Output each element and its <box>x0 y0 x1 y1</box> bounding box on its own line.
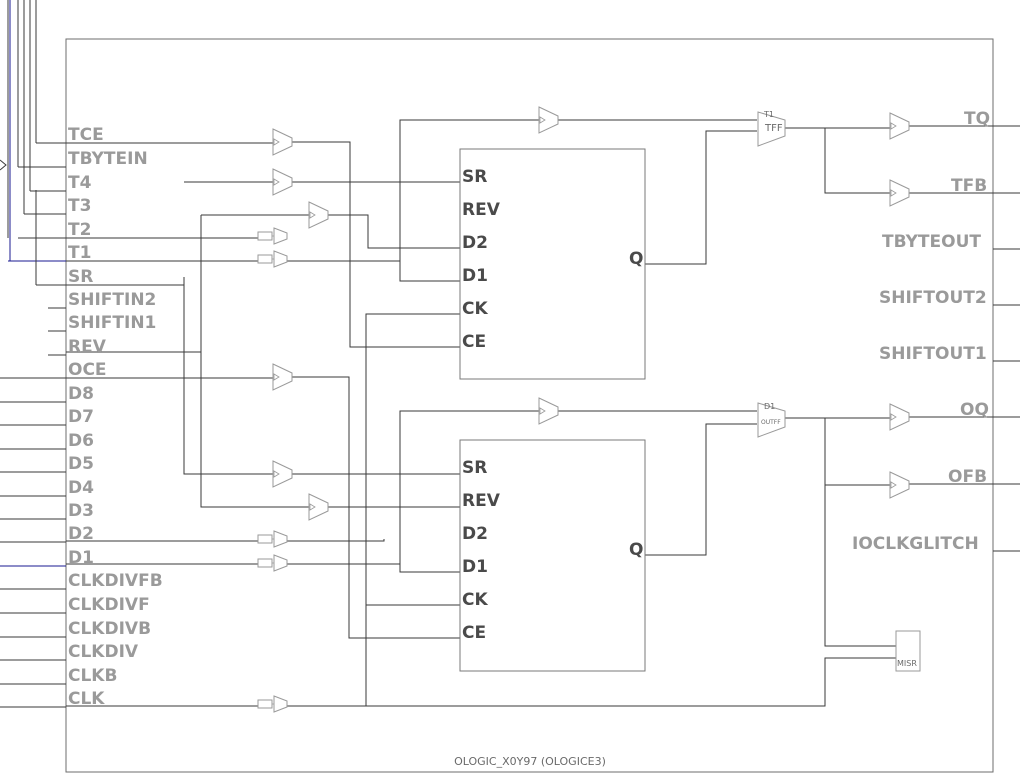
input-pin-clkb[interactable]: CLKB <box>68 666 117 686</box>
input-pin-shiftin2[interactable]: SHIFTIN2 <box>68 290 156 310</box>
off-pin-q: Q <box>629 540 643 560</box>
block-title: OLOGIC_X0Y97 (OLOGICE3) <box>454 755 606 768</box>
buffer-cell-8[interactable] <box>889 112 910 140</box>
buffer-cell-11[interactable] <box>889 471 910 499</box>
buffer-cell-4[interactable] <box>272 460 293 488</box>
wires <box>0 0 1020 708</box>
off-pin-ck: CK <box>462 590 488 610</box>
input-pin-tbytein[interactable]: TBYTEIN <box>68 149 148 169</box>
t-flipflop[interactable]: SR REV D2 D1 CK CE Q <box>459 148 646 380</box>
net-2 <box>183 277 273 475</box>
input-pin-d1[interactable]: D1 <box>68 548 94 568</box>
output-pin-tq[interactable]: TQ <box>964 109 990 129</box>
tff-output-mux[interactable]: T1 TFF <box>757 110 786 147</box>
outff-output-mux[interactable]: D1 OUTFF <box>757 402 786 438</box>
input-pin-d4[interactable]: D4 <box>68 478 94 498</box>
mini-mux-4[interactable] <box>257 695 288 713</box>
tff-pin-ck: CK <box>462 299 488 319</box>
net-30 <box>645 423 757 556</box>
input-pin-shiftin1[interactable]: SHIFTIN1 <box>68 313 156 333</box>
tff-pin-q: Q <box>629 249 643 269</box>
mini-mux-1[interactable] <box>257 250 288 268</box>
off-pin-sr: SR <box>462 458 487 478</box>
input-pin-t4[interactable]: T4 <box>68 173 92 193</box>
buffer-cell-0[interactable] <box>272 128 293 156</box>
o-flipflop[interactable]: SR REV D2 D1 CK CE Q <box>459 439 646 672</box>
off-pin-rev: REV <box>462 491 501 511</box>
output-pin-shiftout2[interactable]: SHIFTOUT2 <box>879 288 987 308</box>
input-pin-tce[interactable]: TCE <box>68 125 104 145</box>
cells <box>257 106 910 713</box>
input-pin-d2[interactable]: D2 <box>68 524 94 544</box>
output-pin-tfb[interactable]: TFB <box>951 176 987 196</box>
misr-block[interactable]: MISR <box>895 630 921 672</box>
net-22 <box>287 563 460 573</box>
input-pin-d5[interactable]: D5 <box>68 454 94 474</box>
input-pin-d8[interactable]: D8 <box>68 384 94 404</box>
input-pin-clkdivf[interactable]: CLKDIVF <box>68 595 150 615</box>
input-pin-t3[interactable]: T3 <box>68 196 91 216</box>
off-pin-d2: D2 <box>462 524 488 544</box>
buffer-cell-3[interactable] <box>272 363 293 391</box>
output-pin-shiftout1[interactable]: SHIFTOUT1 <box>879 344 987 364</box>
buffer-cell-9[interactable] <box>889 179 910 207</box>
input-pin-sr[interactable]: SR <box>68 267 93 287</box>
buffer-cell-2[interactable] <box>308 201 329 229</box>
buffer-cell-5[interactable] <box>308 493 329 521</box>
input-pin-clkdivb[interactable]: CLKDIVB <box>68 619 151 639</box>
tff-mux-name-label: TFF <box>764 123 783 134</box>
net-35 <box>824 485 896 647</box>
tff-pin-d2: D2 <box>462 233 488 253</box>
input-pin-d6[interactable]: D6 <box>68 431 94 451</box>
output-pin-tbyteout[interactable]: TBYTEOUT <box>882 232 981 252</box>
tff-pin-d1: D1 <box>462 266 488 286</box>
off-pin-d1: D1 <box>462 557 488 577</box>
misr-label: MISR <box>897 659 917 668</box>
net-34 <box>824 418 890 486</box>
output-pin-ioclkglitch[interactable]: IOCLKGLITCH <box>852 534 979 554</box>
input-pin-d3[interactable]: D3 <box>68 501 94 521</box>
output-pin-ofb[interactable]: OFB <box>948 467 987 487</box>
net-1 <box>292 141 460 348</box>
buffer-cell-1[interactable] <box>272 168 293 196</box>
tff-mux-input-label: T1 <box>763 110 774 119</box>
tff-pin-ce: CE <box>462 332 486 352</box>
ologic-block[interactable] <box>65 38 994 773</box>
net-27 <box>365 313 460 706</box>
input-pin-clkdivfb[interactable]: CLKDIVFB <box>68 571 163 591</box>
input-pin-rev[interactable]: REV <box>68 337 107 357</box>
top-feed-lines <box>7 0 37 238</box>
net-21 <box>287 539 385 542</box>
mini-mux-2[interactable] <box>257 530 288 548</box>
buffer-cell-7[interactable] <box>538 397 559 425</box>
net-7 <box>326 214 460 249</box>
outff-mux-input-label: D1 <box>764 402 775 411</box>
input-pin-t2[interactable]: T2 <box>68 220 91 240</box>
buffer-cell-10[interactable] <box>889 403 910 431</box>
net-10 <box>287 260 460 282</box>
input-pin-d7[interactable]: D7 <box>68 407 94 427</box>
input-pin-t1[interactable]: T1 <box>68 243 91 263</box>
off-pin-ce: CE <box>462 623 486 643</box>
net-26 <box>287 657 896 707</box>
net-32 <box>824 128 890 194</box>
net-29 <box>645 130 757 265</box>
tff-pin-rev: REV <box>462 200 501 220</box>
input-pin-oce[interactable]: OCE <box>68 360 107 380</box>
input-pin-clkdiv[interactable]: CLKDIV <box>68 642 139 662</box>
mini-mux-3[interactable] <box>257 554 288 572</box>
net-5 <box>200 215 309 508</box>
outff-mux-name-label: OUTFF <box>761 419 781 426</box>
input-pin-clk[interactable]: CLK <box>68 689 105 709</box>
output-pin-oq[interactable]: OQ <box>960 400 989 420</box>
tbytein-arrow <box>0 159 7 171</box>
buffer-cell-6[interactable] <box>538 106 559 134</box>
net-23 <box>399 410 539 572</box>
mini-mux-0[interactable] <box>257 227 288 245</box>
net-11 <box>399 119 539 281</box>
tff-pin-sr: SR <box>462 167 487 187</box>
